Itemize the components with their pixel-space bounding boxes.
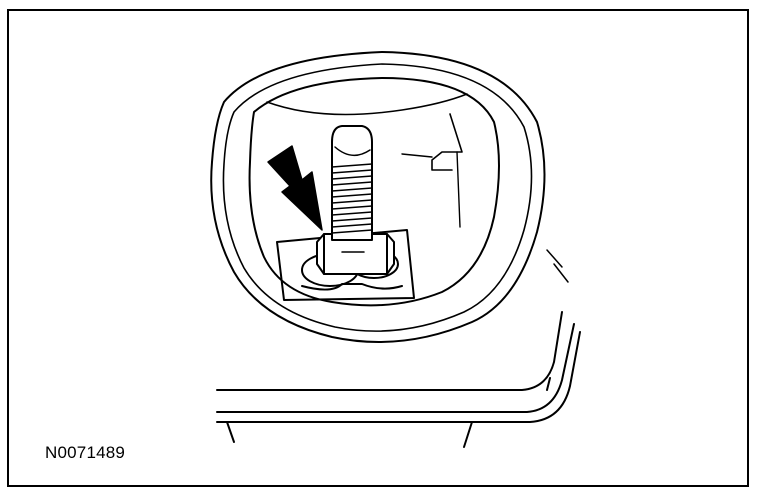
- figure-frame: N0071489: [7, 9, 749, 487]
- service-illustration: [210, 51, 581, 448]
- figure-id-label: N0071489: [45, 443, 126, 462]
- housing-outline: [216, 249, 581, 448]
- stud-bolt: [331, 125, 373, 241]
- arrow-indicator-icon: [267, 145, 323, 231]
- cup-outer: [210, 51, 546, 343]
- recess-inner: [248, 77, 500, 307]
